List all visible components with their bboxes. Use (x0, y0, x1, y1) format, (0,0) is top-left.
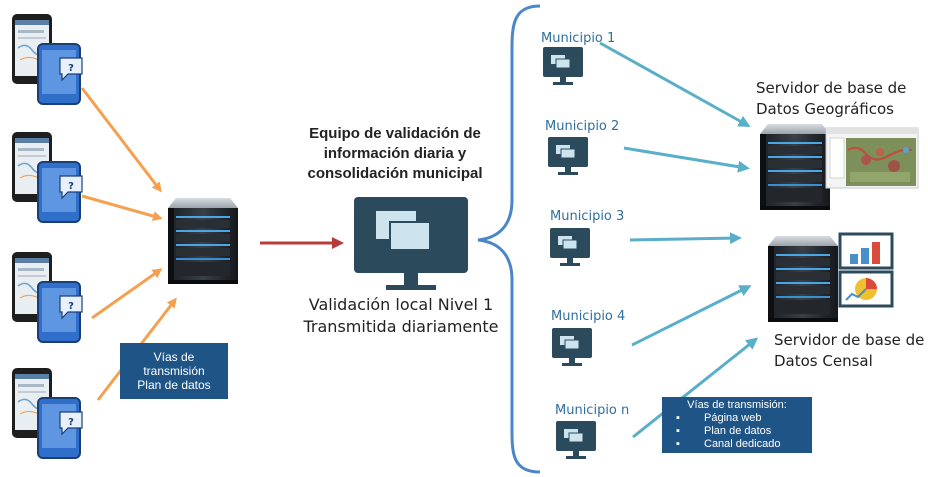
server-icon (168, 198, 238, 284)
map-thumbnail-icon (825, 127, 919, 189)
census-server-label-line: Servidor de base de (774, 331, 925, 349)
transmission-way-item: Canal dedicado (662, 438, 812, 451)
geo-server-label-line: Servidor de base de (756, 79, 907, 97)
municipality-label: Municipio 3 (550, 209, 625, 224)
transmission-box-line: transmisión (143, 364, 205, 378)
transmission-box-line: Vías de (153, 350, 195, 364)
smartphone-icon (11, 251, 83, 343)
transmission-box-line: Plan de datos (137, 378, 211, 392)
transmission-ways-box: Vías de transmisión: Página web Plan de … (662, 397, 812, 453)
municipality-to-server-arrows (599, 41, 759, 439)
monitor-icon (549, 227, 591, 267)
census-server-label-line: Datos Censal (774, 352, 873, 370)
bar-chart-icon (838, 232, 894, 270)
workstation-caption-line: Transmitida diariamente (303, 317, 499, 336)
municipality-label: Municipio n (555, 403, 630, 418)
server-icon (760, 124, 830, 210)
workstation-title-line: Equipo de validación de (309, 125, 481, 142)
geo-server-label-line: Datos Geográficos (756, 100, 894, 118)
workstation-caption-line: Validación local Nivel 1 (308, 295, 494, 314)
monitor-icon (551, 327, 593, 367)
workstation-title-line: información diaria y (323, 145, 467, 162)
transmission-way-item: Página web (662, 412, 812, 425)
workstation-title: Equipo de validación de información diar… (292, 124, 498, 184)
transmission-way-item: Plan de datos (662, 425, 812, 438)
smartphone-icon (11, 13, 83, 105)
smartphone-icon (11, 367, 83, 459)
census-server-label: Servidor de base de Datos Censal (774, 330, 924, 372)
municipality-label: Municipio 2 (545, 119, 620, 134)
monitor-icon (555, 420, 597, 460)
server-icon (768, 236, 838, 322)
monitor-icon (354, 197, 468, 290)
monitor-icon (547, 136, 589, 176)
municipality-brace (477, 4, 541, 474)
transmission-ways-heading: Vías de transmisión: (687, 399, 787, 411)
pie-chart-icon (838, 270, 894, 308)
workstation-title-line: consolidación municipal (307, 165, 483, 182)
monitor-icon (542, 46, 584, 86)
workstation-caption: Validación local Nivel 1 Transmitida dia… (296, 294, 506, 338)
transmission-box: Vías de transmisión Plan de datos (120, 343, 228, 399)
transmission-ways-list: Página web Plan de datos Canal dedicado (662, 412, 812, 451)
municipality-label: Municipio 1 (541, 31, 616, 46)
geo-server-label: Servidor de base de Datos Geográficos (756, 78, 906, 120)
municipality-label: Municipio 4 (551, 309, 626, 324)
smartphone-icon (11, 131, 83, 223)
